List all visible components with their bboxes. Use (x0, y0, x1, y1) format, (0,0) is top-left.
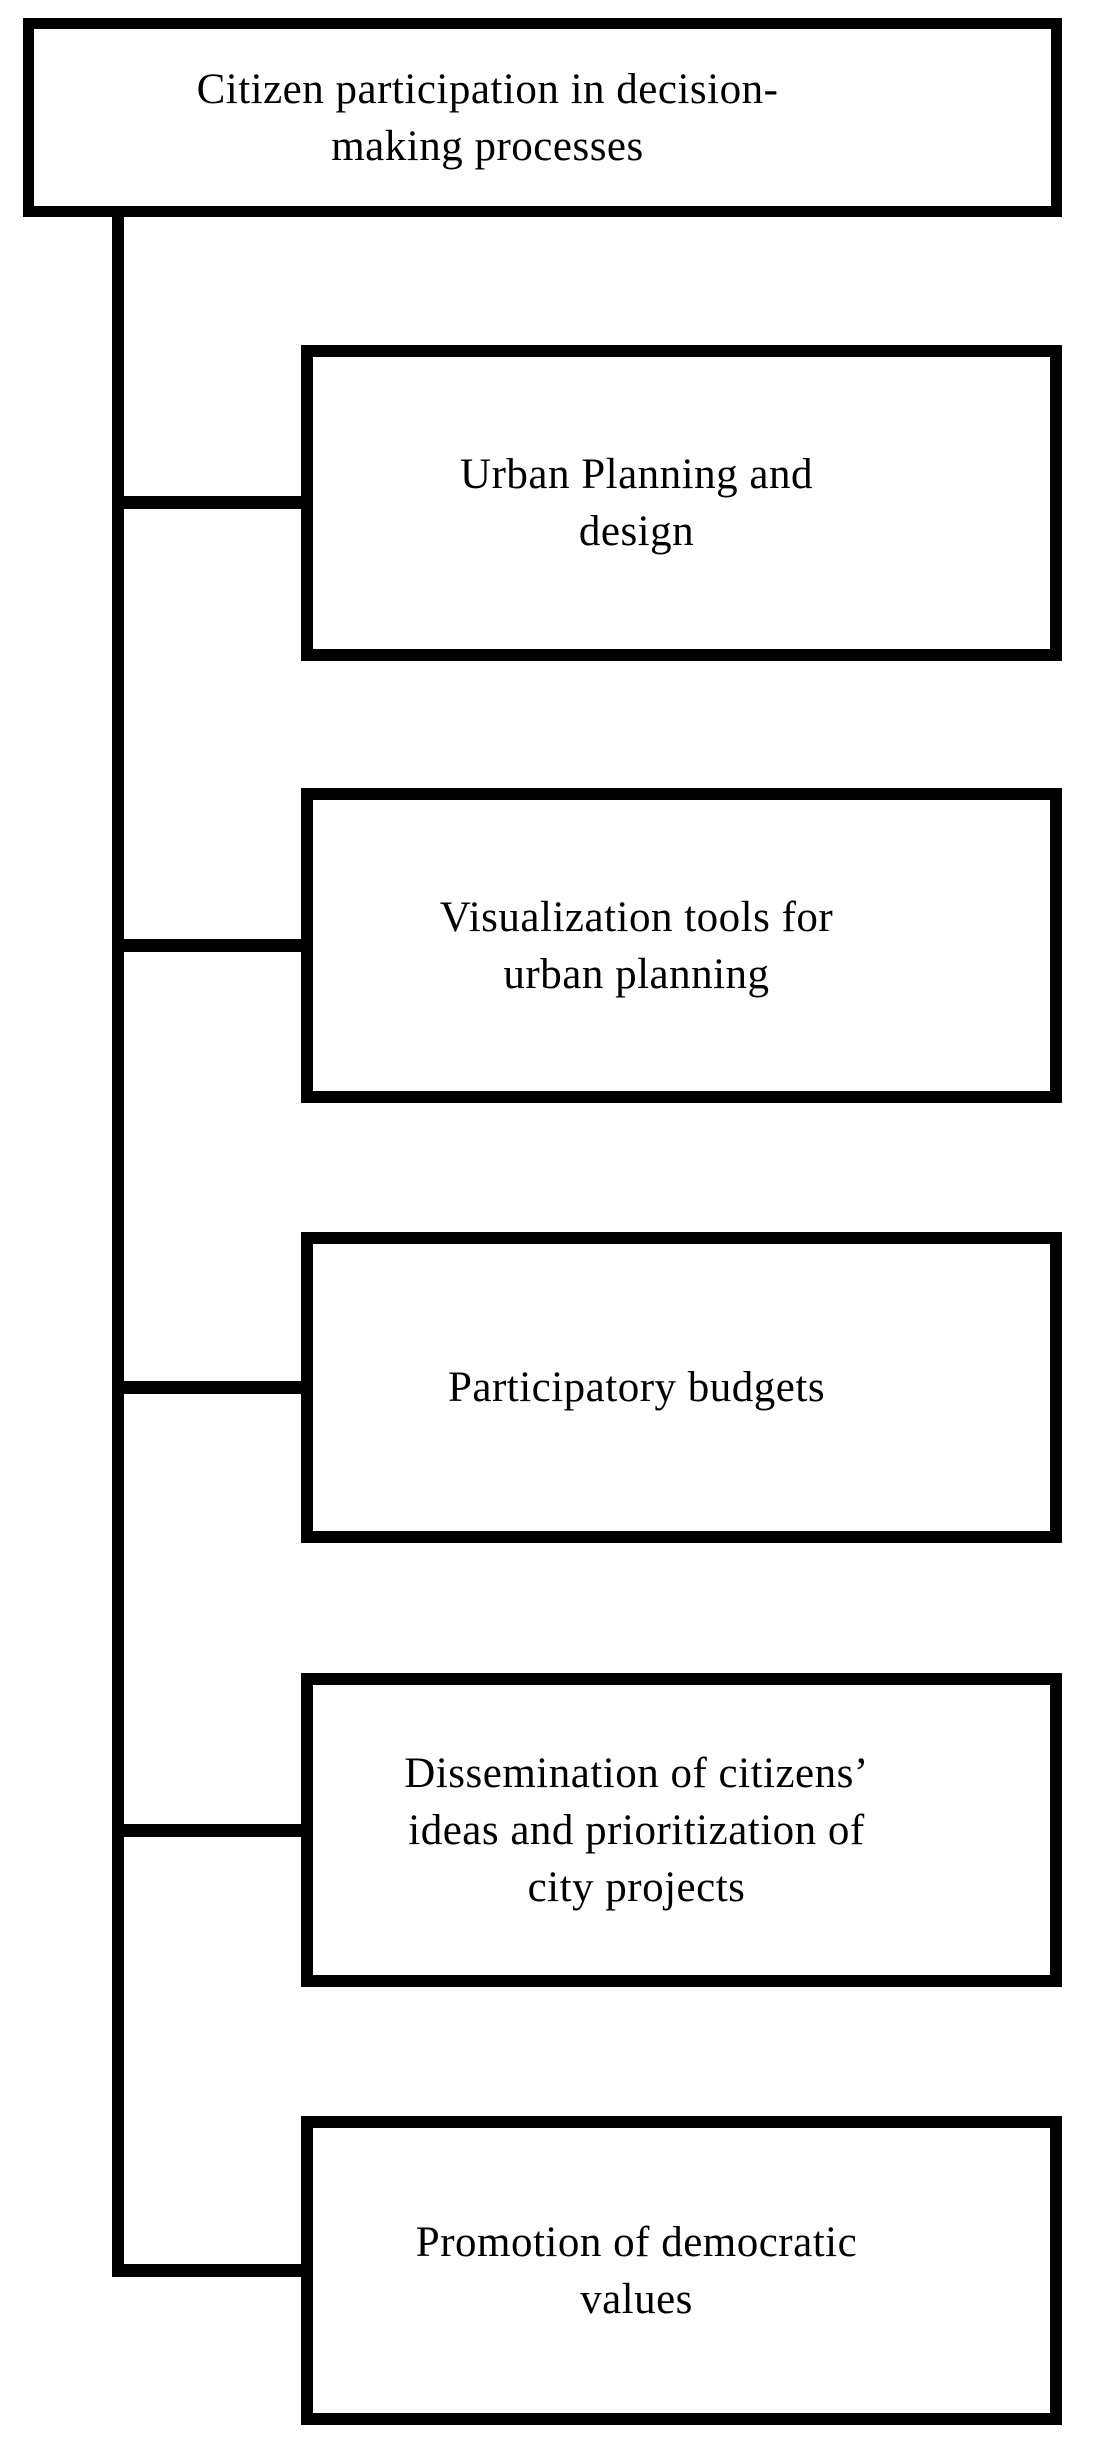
root-node-citizen-participation: Citizen participation in decision- makin… (23, 18, 1062, 217)
child-node-label: Visualization tools for urban planning (439, 893, 834, 998)
child-node-label: Dissemination of citizens’ ideas and pri… (404, 1749, 869, 1911)
child-node-label: Promotion of democratic values (415, 2218, 858, 2323)
child-node-urban-planning: Urban Planning and design (301, 345, 1062, 661)
root-node-label: Citizen participation in decision- makin… (196, 65, 779, 170)
connector-line-visualization-tools (112, 939, 308, 952)
trunk-line (112, 210, 124, 2277)
child-node-dissemination: Dissemination of citizens’ ideas and pri… (301, 1673, 1062, 1987)
child-node-label: Urban Planning and design (460, 451, 813, 555)
child-node-label: Participatory budgets (447, 1364, 826, 1411)
child-node-participatory-budgets: Participatory budgets (301, 1232, 1062, 1543)
connector-line-urban-planning (112, 496, 308, 509)
child-node-visualization-tools: Visualization tools for urban planning (301, 788, 1062, 1103)
connector-line-democratic-values (112, 2264, 308, 2277)
child-node-democratic-values: Promotion of democratic values (301, 2116, 1062, 2425)
connector-line-dissemination (112, 1824, 308, 1837)
connector-line-participatory-budgets (112, 1381, 308, 1394)
